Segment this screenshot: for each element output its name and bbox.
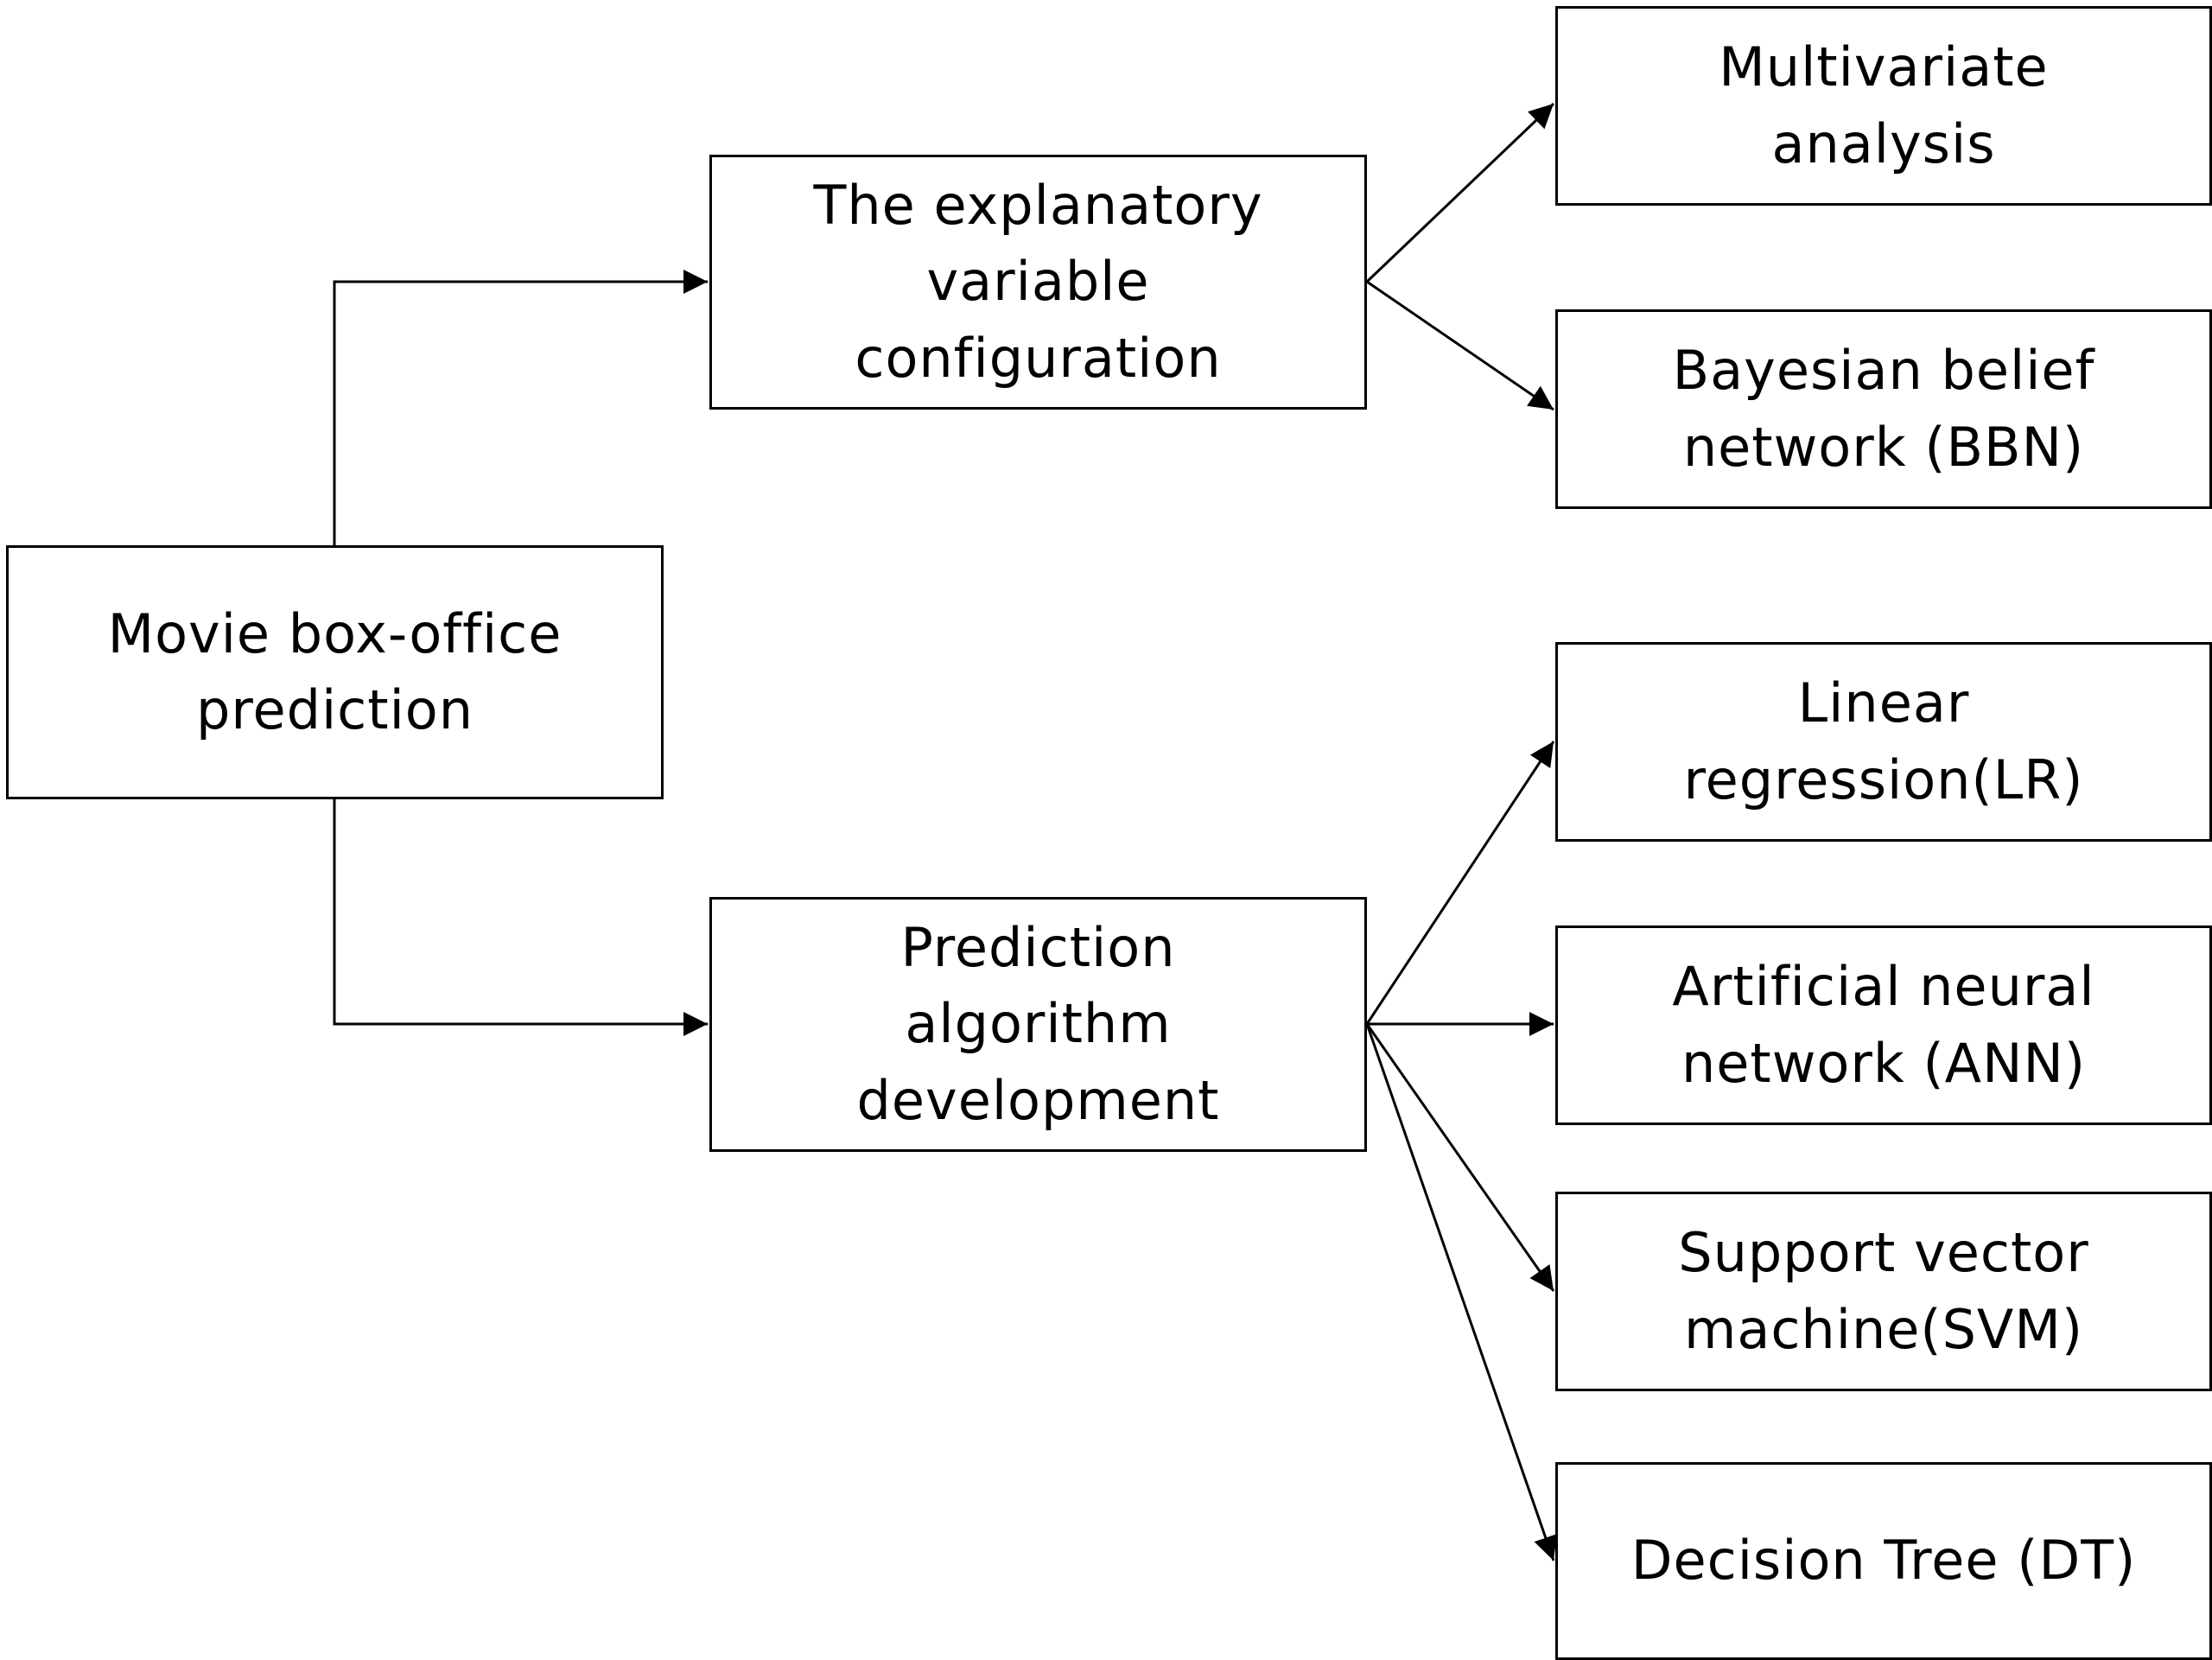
node-label: Linear regression(LR) [1683,671,2084,811]
node-multivariate-analysis: Multivariate analysis [1555,6,2212,206]
node-label: Prediction algorithm development [856,916,1220,1132]
node-support-vector-machine: Support vector machine(SVM) [1555,1192,2212,1391]
edge-prediction-to-svm [1365,1023,1555,1292]
node-decision-tree: Decision Tree (DT) [1555,1462,2212,1660]
edge-root-to-explanatory [333,270,708,545]
edge-explanatory-to-bbn [1366,280,1554,411]
edge-prediction-to-dt [1365,1023,1558,1561]
edge-root-to-prediction [333,799,708,1036]
node-explanatory-variable-configuration: The explanatory variable configuration [709,155,1367,410]
node-bayesian-belief-network: Bayesian belief network (BBN) [1555,309,2212,509]
node-label: Support vector machine(SVM) [1678,1221,2089,1361]
node-linear-regression: Linear regression(LR) [1555,642,2212,842]
edge-prediction-to-lr [1365,741,1555,1025]
node-artificial-neural-network: Artificial neural network (ANN) [1555,925,2212,1125]
node-label: Bayesian belief network (BBN) [1672,339,2095,479]
node-movie-box-office-prediction: Movie box-office prediction [6,545,664,799]
node-label: Artificial neural network (ANN) [1672,955,2095,1095]
node-label: Multivariate analysis [1719,35,2049,175]
node-label: Movie box-office prediction [107,601,563,741]
node-label: The explanatory variable configuration [813,174,1263,390]
node-label: Decision Tree (DT) [1630,1529,2137,1593]
node-prediction-algorithm-development: Prediction algorithm development [709,897,1367,1152]
edge-explanatory-to-multivariate [1365,102,1555,283]
